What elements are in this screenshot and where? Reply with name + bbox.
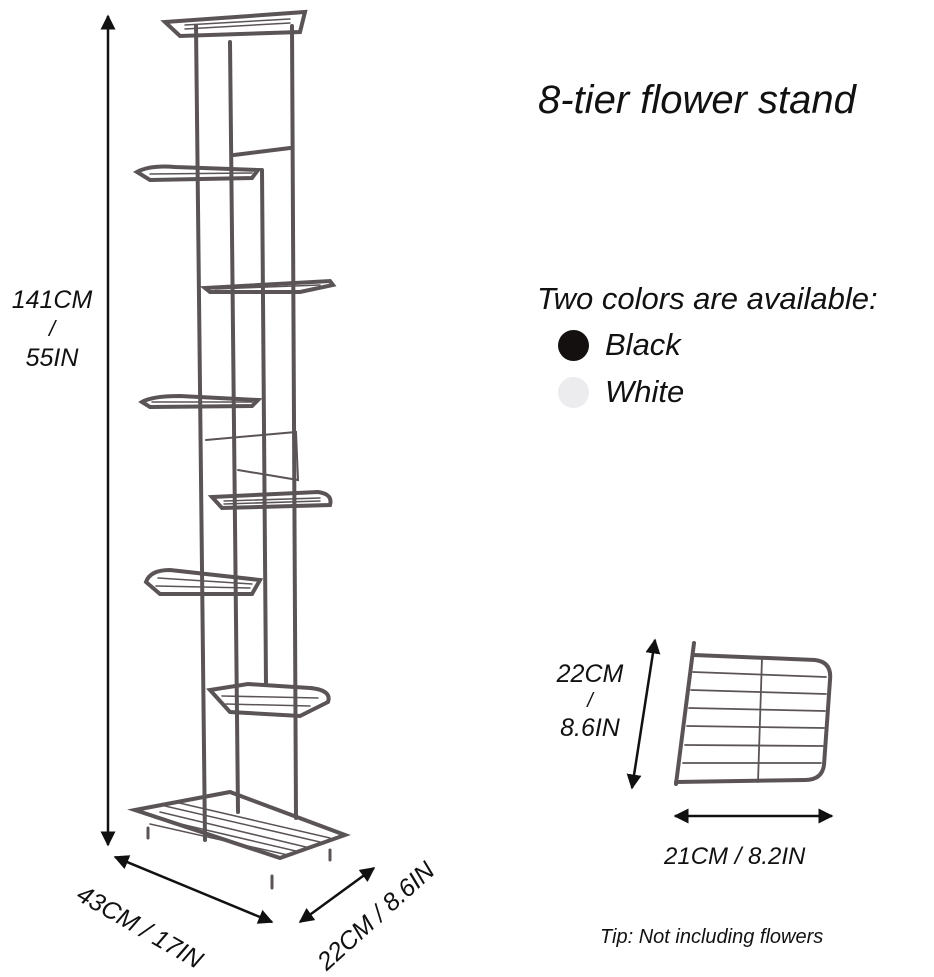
tip-note: Tip: Not including flowers	[600, 926, 824, 948]
tier-shelf	[138, 393, 263, 410]
base-tray	[127, 789, 351, 861]
color-option-white: White	[558, 372, 684, 412]
shelf-depth-cm: 22CM	[556, 660, 624, 688]
color-option-label: Black	[605, 327, 681, 362]
height-dimension: 141CM / 55IN	[4, 284, 100, 374]
height-separator: /	[48, 316, 56, 341]
tier-shelf	[207, 489, 333, 511]
shelf-depth-separator: /	[587, 690, 593, 712]
tier-shelf	[206, 681, 331, 719]
black-swatch	[558, 329, 589, 361]
width-arrow	[113, 855, 274, 924]
depth-arrow	[298, 866, 376, 924]
color-options-heading: Two colors are available:	[537, 281, 878, 316]
color-option-label: White	[605, 374, 685, 409]
color-option-black: Black	[558, 325, 681, 365]
height-cm: 141CM	[11, 286, 93, 314]
shelf-bracket	[205, 430, 300, 482]
product-title: 8-tier flower stand	[538, 78, 856, 122]
tier-shelf	[199, 278, 337, 294]
shelf-width-dimension: 21CM / 8.2IN	[664, 843, 806, 870]
height-in: 55IN	[25, 344, 79, 372]
white-swatch	[558, 376, 589, 408]
tier-shelf	[143, 567, 264, 596]
flower-stand-illustration	[127, 9, 351, 890]
stand-feet	[146, 826, 332, 890]
tier-shelf	[132, 164, 262, 183]
shelf-depth-in: 8.6IN	[560, 714, 620, 742]
shelf-detail-illustration	[674, 641, 833, 786]
shelf-depth-dimension: 22CM / 8.6IN	[548, 658, 632, 744]
shelf-depth-arrow	[626, 638, 661, 790]
top-shelf	[160, 9, 308, 39]
